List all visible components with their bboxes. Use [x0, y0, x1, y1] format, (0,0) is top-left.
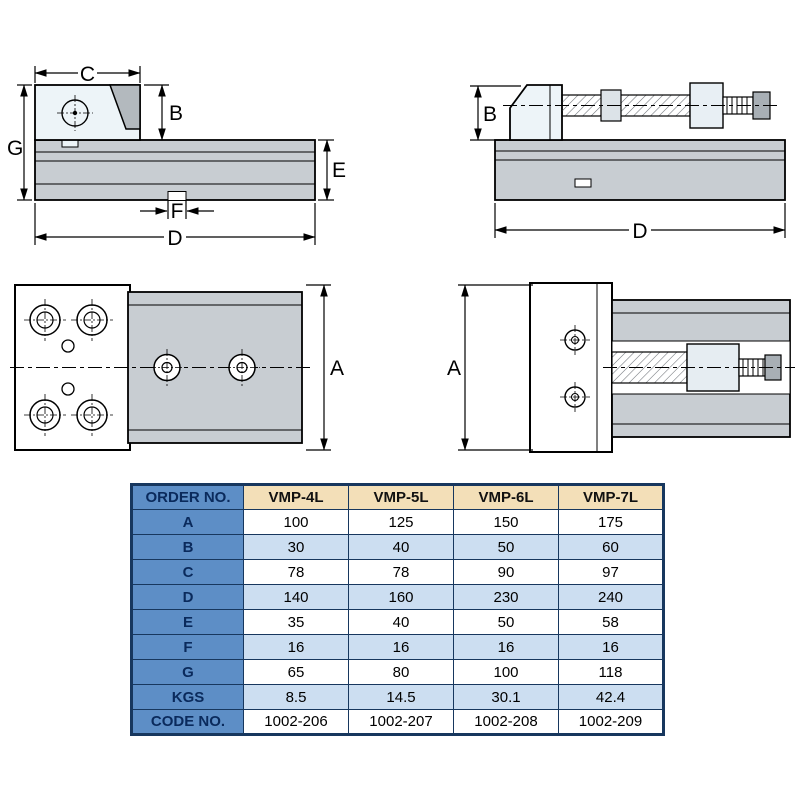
row-label: KGS	[131, 684, 244, 710]
dimension-d: D	[494, 203, 786, 243]
spec-value: 100	[453, 659, 559, 685]
table-row-c: C 78 78 90 97	[131, 559, 664, 585]
dim-label-f: F	[171, 200, 184, 223]
table-row-b: B 30 40 50 60	[131, 534, 664, 560]
dimension-f: F	[140, 200, 214, 223]
row-label: D	[131, 584, 244, 610]
header-model-vmp-6l: VMP-6L	[453, 484, 559, 510]
dimension-g: G	[7, 84, 32, 201]
key-notch	[574, 178, 592, 188]
jaw-holes	[560, 325, 590, 412]
dimension-d: D	[34, 203, 316, 250]
screw-assembly	[603, 343, 795, 392]
dim-label-c: C	[80, 63, 95, 86]
screw-assembly	[503, 82, 780, 129]
spec-value: 65	[243, 659, 349, 685]
table-row-e: E 35 40 50 58	[131, 609, 664, 635]
dimension-a: A	[447, 284, 533, 451]
clamp-screw-holes	[149, 349, 260, 386]
row-label: F	[131, 634, 244, 660]
table-row-kgs: KGS 8.5 14.5 30.1 42.4	[131, 684, 664, 710]
top-view-right-drawing: A	[447, 282, 795, 453]
table-header-row: ORDER NO. VMP-4L VMP-5L VMP-6L VMP-7L	[131, 484, 664, 510]
table-row-d: D 140 160 230 240	[131, 584, 664, 610]
row-label: A	[131, 509, 244, 535]
bolt-holes	[24, 299, 113, 436]
row-label: B	[131, 534, 244, 560]
spec-value: 97	[558, 559, 664, 585]
spec-value: 118	[558, 659, 664, 685]
spec-value: 78	[243, 559, 349, 585]
spec-value: 160	[348, 584, 454, 610]
spec-value: 140	[243, 584, 349, 610]
spec-value: 14.5	[348, 684, 454, 710]
row-label: CODE NO.	[131, 709, 244, 735]
table-row-a: A 100 125 150 175	[131, 509, 664, 535]
spec-value: 240	[558, 584, 664, 610]
top-view-left-drawing: A	[10, 284, 344, 451]
dim-label-a: A	[330, 357, 344, 380]
dim-label-b: B	[483, 103, 497, 126]
table-row-g: G 65 80 100 118	[131, 659, 664, 685]
side-view-drawing: B D	[470, 82, 786, 243]
dim-label-a: A	[447, 357, 461, 380]
dimension-e: E	[318, 139, 346, 201]
spec-value: 80	[348, 659, 454, 685]
dimension-b: B	[144, 84, 183, 141]
jaw-plate	[529, 282, 613, 453]
spec-value: 16	[453, 634, 559, 660]
spec-value: 30	[243, 534, 349, 560]
spec-value: 175	[558, 509, 664, 535]
spec-value: 30.1	[453, 684, 559, 710]
table-row-f: F 16 16 16 16	[131, 634, 664, 660]
dim-label-e: E	[332, 159, 346, 182]
vise-base	[494, 139, 786, 201]
spec-value: 125	[348, 509, 454, 535]
key-notch	[167, 191, 187, 201]
fixed-jaw	[509, 84, 563, 141]
spec-value: 90	[453, 559, 559, 585]
clamp-wedge	[108, 84, 141, 130]
movable-jaw	[34, 84, 141, 148]
front-view-drawing: C B G E F	[7, 61, 346, 250]
dim-label-b: B	[169, 102, 183, 125]
dim-label-g: G	[7, 137, 23, 160]
spec-value: 40	[348, 609, 454, 635]
spec-value: 16	[348, 634, 454, 660]
dimension-b: B	[470, 85, 521, 141]
spec-value: 1002-208	[453, 709, 559, 735]
row-label: G	[131, 659, 244, 685]
spec-value: 1002-206	[243, 709, 349, 735]
spec-value: 16	[243, 634, 349, 660]
spec-value: 1002-207	[348, 709, 454, 735]
spec-value: 40	[348, 534, 454, 560]
spec-value: 230	[453, 584, 559, 610]
spec-value: 16	[558, 634, 664, 660]
vise-base	[34, 139, 316, 201]
dimension-c: C	[34, 61, 141, 86]
spec-value: 78	[348, 559, 454, 585]
spec-value: 150	[453, 509, 559, 535]
spec-value: 50	[453, 609, 559, 635]
header-model-vmp-5l: VMP-5L	[348, 484, 454, 510]
header-order-no: ORDER NO.	[131, 484, 244, 510]
dim-label-d: D	[167, 227, 182, 250]
table-row-code-no: CODE NO. 1002-206 1002-207 1002-208 1002…	[131, 709, 664, 735]
spec-value: 60	[558, 534, 664, 560]
row-label: E	[131, 609, 244, 635]
spec-table: ORDER NO. VMP-4L VMP-5L VMP-6L VMP-7L A …	[130, 483, 665, 736]
dimension-a: A	[306, 284, 344, 451]
header-model-vmp-7l: VMP-7L	[558, 484, 664, 510]
spec-value: 35	[243, 609, 349, 635]
spec-value: 8.5	[243, 684, 349, 710]
spec-value: 42.4	[558, 684, 664, 710]
header-model-vmp-4l: VMP-4L	[243, 484, 349, 510]
row-label: C	[131, 559, 244, 585]
spec-value: 58	[558, 609, 664, 635]
dim-label-d: D	[632, 220, 647, 243]
spec-value: 1002-209	[558, 709, 664, 735]
spec-value: 100	[243, 509, 349, 535]
spec-value: 50	[453, 534, 559, 560]
